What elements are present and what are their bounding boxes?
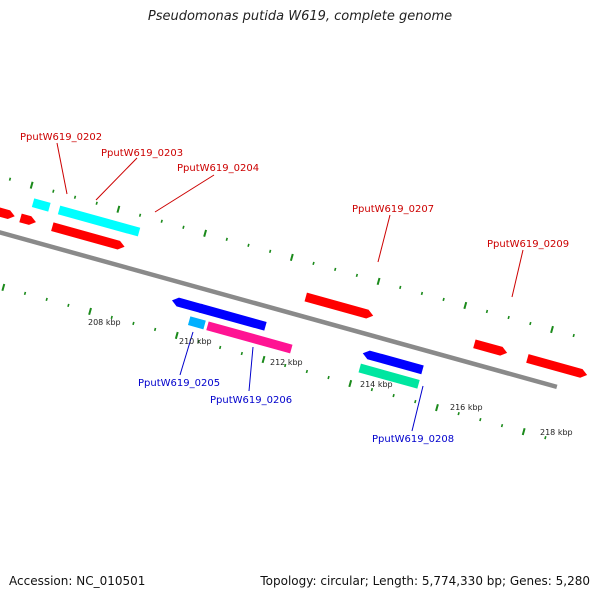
gene-label-0209[interactable]: PputW619_0209 [487, 239, 569, 250]
major-tick [348, 379, 353, 388]
minor-tick [479, 417, 482, 422]
minor-tick [138, 213, 142, 217]
gene-red-0209a[interactable] [473, 339, 508, 357]
gene-red-0209b[interactable] [526, 354, 588, 379]
gene-red-arrow-b[interactable] [0, 206, 16, 221]
gene-red-arrow-c[interactable] [19, 213, 37, 227]
minor-tick [355, 273, 359, 278]
minor-tick [442, 297, 445, 302]
genome-backbone [0, 213, 558, 390]
gene-sky-block[interactable] [187, 316, 206, 330]
minor-tick [225, 237, 228, 241]
accession-text: Accession: NC_010501 [9, 574, 146, 588]
gene-label-0203[interactable]: PputW619_0203 [101, 148, 183, 159]
minor-tick [73, 195, 77, 199]
minor-tick [420, 291, 424, 296]
minor-tick [132, 321, 135, 326]
minor-tick [370, 387, 374, 392]
leader-lines [56, 142, 524, 432]
gene-blue-small[interactable] [171, 296, 204, 314]
scale-label-212: 212 kbp [270, 358, 303, 367]
minor-tick [500, 423, 504, 428]
minor-tick [485, 309, 489, 314]
minor-tick [305, 369, 309, 374]
map-title: Pseudomonas putida W619, complete genome [147, 9, 453, 24]
gene-cyan-large[interactable] [57, 205, 141, 237]
scale-label-216: 216 kbp [450, 403, 483, 412]
major-tick [261, 355, 266, 364]
minor-tick [247, 243, 250, 247]
tick-marks-bottom [1, 283, 547, 440]
minor-tick [110, 315, 113, 320]
minor-tick [182, 225, 185, 229]
major-tick [116, 205, 121, 213]
minor-tick [312, 261, 315, 266]
minor-tick [268, 249, 272, 253]
gene-cyan-small[interactable] [31, 198, 51, 212]
gene-blue-0208[interactable] [362, 349, 424, 375]
scale-label-214: 214 kbp [360, 380, 393, 389]
minor-tick [23, 291, 27, 296]
gene-label-0208[interactable]: PputW619_0208 [372, 434, 454, 445]
minor-tick [45, 297, 48, 302]
minor-tick [572, 333, 575, 338]
topology-text: Topology: circular; Length: 5,774,330 bp… [260, 574, 590, 588]
major-tick [435, 403, 439, 412]
minor-tick [327, 375, 330, 380]
major-tick [376, 277, 381, 286]
major-tick [174, 331, 179, 340]
scale-label-210: 210 kbp [179, 337, 212, 346]
minor-tick [67, 303, 70, 308]
gene-red-large[interactable] [51, 222, 126, 251]
gene-label-0205[interactable]: PputW619_0205 [138, 378, 220, 389]
minor-tick [153, 327, 157, 332]
tick-marks-top [8, 177, 575, 338]
minor-tick [529, 321, 532, 326]
reverse-features [171, 296, 424, 389]
gene-magenta-block[interactable] [206, 321, 293, 354]
major-tick [289, 253, 294, 261]
major-tick [88, 307, 92, 316]
minor-tick [414, 399, 417, 404]
minor-tick [197, 339, 200, 344]
minor-tick [544, 436, 547, 440]
minor-tick [392, 393, 395, 398]
gene-red-0207[interactable] [304, 292, 375, 320]
gene-green-block[interactable] [358, 363, 420, 389]
scale-label-208: 208 kbp [88, 318, 121, 327]
minor-tick [457, 411, 460, 416]
minor-tick [240, 351, 244, 356]
minor-tick [218, 345, 222, 350]
gene-label-0204[interactable]: PputW619_0204 [177, 163, 259, 174]
major-tick [521, 428, 526, 436]
major-tick [29, 181, 34, 189]
gene-label-0202[interactable]: PputW619_0202 [20, 132, 102, 143]
minor-tick [95, 201, 98, 205]
minor-tick [52, 189, 55, 193]
minor-tick [284, 363, 287, 368]
forward-features [0, 198, 588, 379]
minor-tick [160, 219, 163, 223]
major-tick [463, 301, 468, 310]
major-tick [1, 283, 6, 291]
gene-label-0206[interactable]: PputW619_0206 [210, 395, 292, 406]
gene-label-0207[interactable]: PputW619_0207 [352, 204, 434, 215]
gene-blue-long[interactable] [193, 302, 267, 331]
minor-tick [507, 315, 510, 320]
minor-tick [399, 285, 402, 290]
minor-tick [8, 177, 12, 181]
scale-label-218: 218 kbp [540, 428, 573, 437]
minor-tick [334, 267, 337, 272]
major-tick [550, 325, 554, 334]
major-tick [203, 229, 208, 237]
